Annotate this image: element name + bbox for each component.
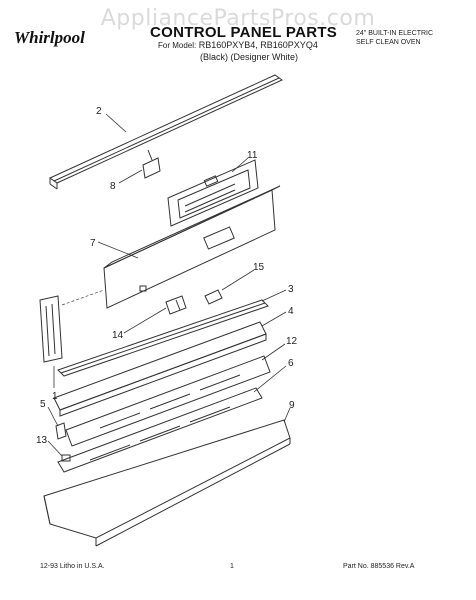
watermark-text: AppliancePartsPros.com [100, 6, 376, 31]
part-5-clip[interactable] [55, 422, 67, 440]
callout-13: 13 [36, 435, 48, 446]
callout-11: 11 [247, 150, 258, 161]
callout-2: 2 [96, 106, 102, 117]
part-8-clip[interactable] [142, 149, 161, 179]
callout-6: 6 [288, 358, 294, 369]
color-variants: (Black) (Designer White) [200, 52, 299, 62]
page-title: CONTROL PANEL PARTS [150, 24, 338, 41]
part-14-switch[interactable] [165, 295, 187, 315]
part-11-control-module[interactable] [167, 159, 259, 227]
part-6-vent-grille[interactable] [57, 387, 263, 473]
footer-page-number: 1 [230, 563, 234, 570]
model-numbers: RB160PXYB4, RB160PXYQ4 [198, 40, 318, 50]
part-12-vent-panel[interactable] [65, 355, 271, 447]
callout-14: 14 [112, 330, 124, 341]
callout-9: 9 [289, 400, 295, 411]
model-label: For Model: [158, 41, 197, 50]
footer-date: 12-93 Litho in U.S.A. [40, 563, 105, 570]
callout-8: 8 [110, 181, 116, 192]
part-2-top-trim[interactable] [49, 74, 283, 190]
callout-3: 3 [288, 284, 294, 295]
part-1-end-cap[interactable] [39, 289, 105, 363]
part-15-bracket[interactable] [204, 289, 223, 305]
model-line: For Model: RB160PXYB4, RB160PXYQ4 [158, 40, 318, 50]
callout-12: 12 [286, 336, 298, 347]
footer-part-number: Part No. 885536 Rev.A [343, 563, 415, 570]
callout-5: 5 [40, 399, 46, 410]
product-type: 24" BUILT-IN ELECTRIC SELF CLEAN OVEN [356, 29, 433, 47]
part-4-trim-channel[interactable] [53, 321, 267, 417]
part-9-bottom-tray[interactable] [43, 419, 291, 547]
callout-7: 7 [90, 238, 96, 249]
product-type-line-1: 24" BUILT-IN ELECTRIC [356, 30, 434, 37]
product-type-line-2: SELF CLEAN OVEN [356, 39, 421, 46]
part-7-control-panel[interactable] [103, 185, 281, 309]
callout-4: 4 [288, 306, 294, 317]
brand-logo: Whirlpool [14, 28, 85, 47]
part-3-upper-trim[interactable] [57, 299, 269, 377]
callout-15: 15 [253, 262, 265, 273]
callout-1: 1 [52, 391, 58, 402]
part-13-screw[interactable] [61, 454, 71, 462]
